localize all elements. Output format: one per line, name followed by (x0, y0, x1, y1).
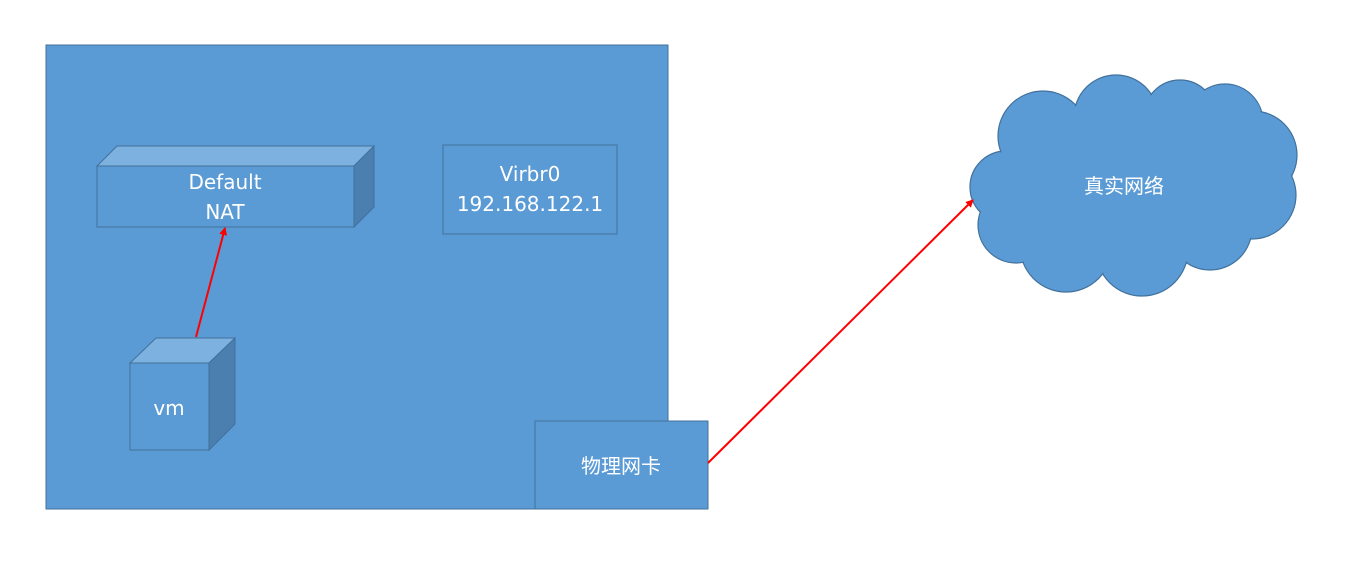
nat-box-label-line1: Default (188, 170, 261, 194)
cloud-label: 真实网络 (1084, 174, 1164, 198)
cloud-shape: 真实网络 (969, 74, 1298, 297)
virbr0-label-line2: 192.168.122.1 (457, 192, 603, 216)
vm-cube: vm (128, 336, 237, 452)
virbr0-box: Virbr0 192.168.122.1 (442, 144, 618, 235)
arrow-vm-to-nat (195, 227, 228, 338)
nat-box: Default NAT (95, 144, 376, 229)
vm-cube-front-face (129, 362, 210, 451)
nic-label: 物理网卡 (581, 454, 661, 478)
virbr0-rect (442, 144, 618, 235)
nat-box-label-line2: NAT (205, 200, 245, 224)
virbr0-label-line1: Virbr0 (500, 162, 561, 186)
vm-label: vm (153, 396, 184, 420)
nic-box: 物理网卡 (534, 420, 709, 510)
nat-box-top-face (95, 145, 376, 167)
nat-box-front-face (96, 165, 355, 228)
arrow-nic-to-cloud (707, 199, 974, 464)
nic-rect (534, 420, 709, 510)
